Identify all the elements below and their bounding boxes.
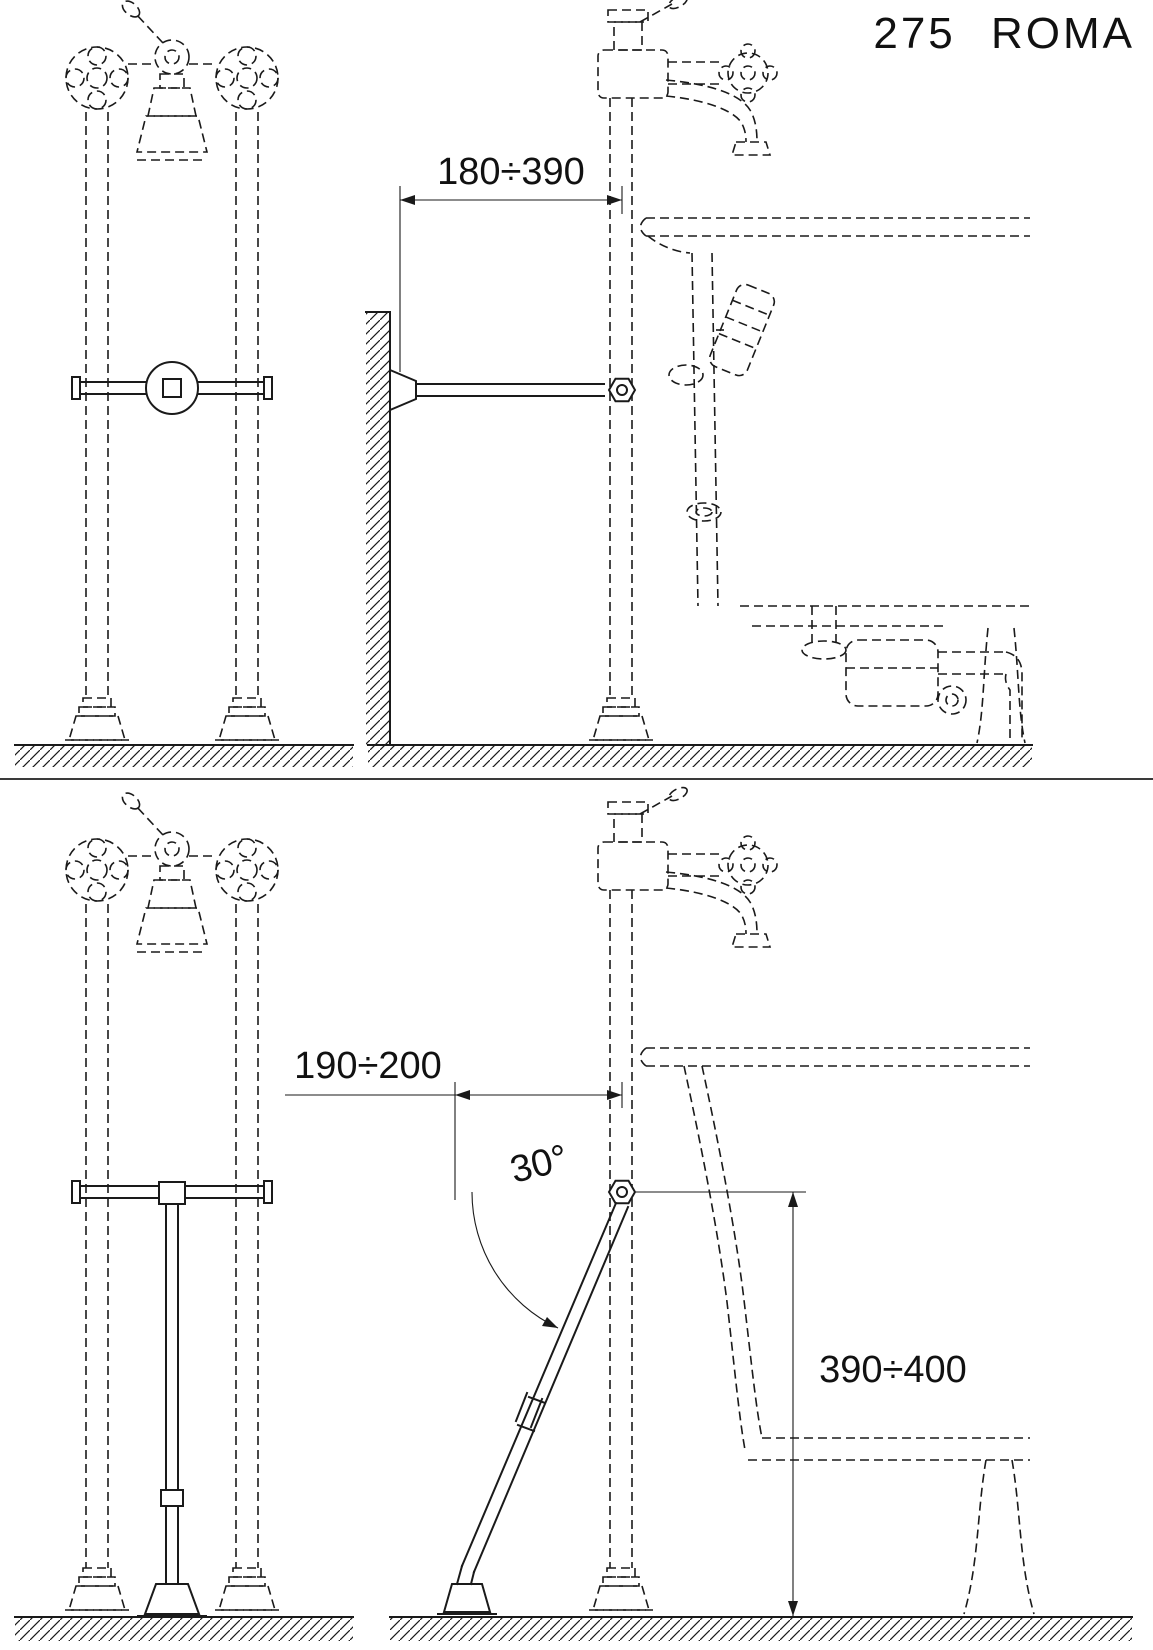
front-view-floor-brace	[14, 790, 354, 1641]
standpipe	[609, 890, 633, 1568]
diagonal-brace	[437, 1179, 637, 1615]
handshower-cradle	[708, 283, 776, 377]
wall-hatch	[366, 312, 390, 745]
tee-bar-and-brace	[71, 1180, 273, 1617]
dim-label-180-390: 180÷390	[437, 151, 585, 193]
drawing-title: 275 ROMA	[873, 9, 1135, 58]
bathtub-profile	[639, 217, 1030, 744]
drain-trap	[845, 639, 939, 707]
wall-bracket-bar	[71, 361, 273, 415]
front-view-wall-mount	[14, 0, 354, 767]
dimension-width-top: 180÷390	[399, 151, 623, 372]
basin-profile	[639, 1047, 1035, 1615]
dimension-width-bottom: 190÷200	[285, 1045, 623, 1200]
wall-support-arm	[389, 368, 637, 412]
standpipes	[85, 904, 259, 1568]
ground-hatch	[368, 745, 1032, 767]
dimension-height: 390÷400	[636, 1191, 967, 1616]
dim-label-30deg: 30°	[506, 1137, 572, 1192]
dim-label-390-400: 390÷400	[819, 1349, 967, 1391]
ground-hatch	[15, 745, 353, 767]
ground-hatch	[15, 1617, 353, 1641]
ground-hatch	[390, 1617, 1132, 1641]
dimension-angle: 30°	[471, 1137, 572, 1329]
dim-label-190-200: 190÷200	[294, 1045, 442, 1087]
side-view-wall-mount: 180÷390	[365, 0, 1033, 767]
side-view-floor-brace: 190÷200 30° 390÷400	[285, 784, 1133, 1641]
